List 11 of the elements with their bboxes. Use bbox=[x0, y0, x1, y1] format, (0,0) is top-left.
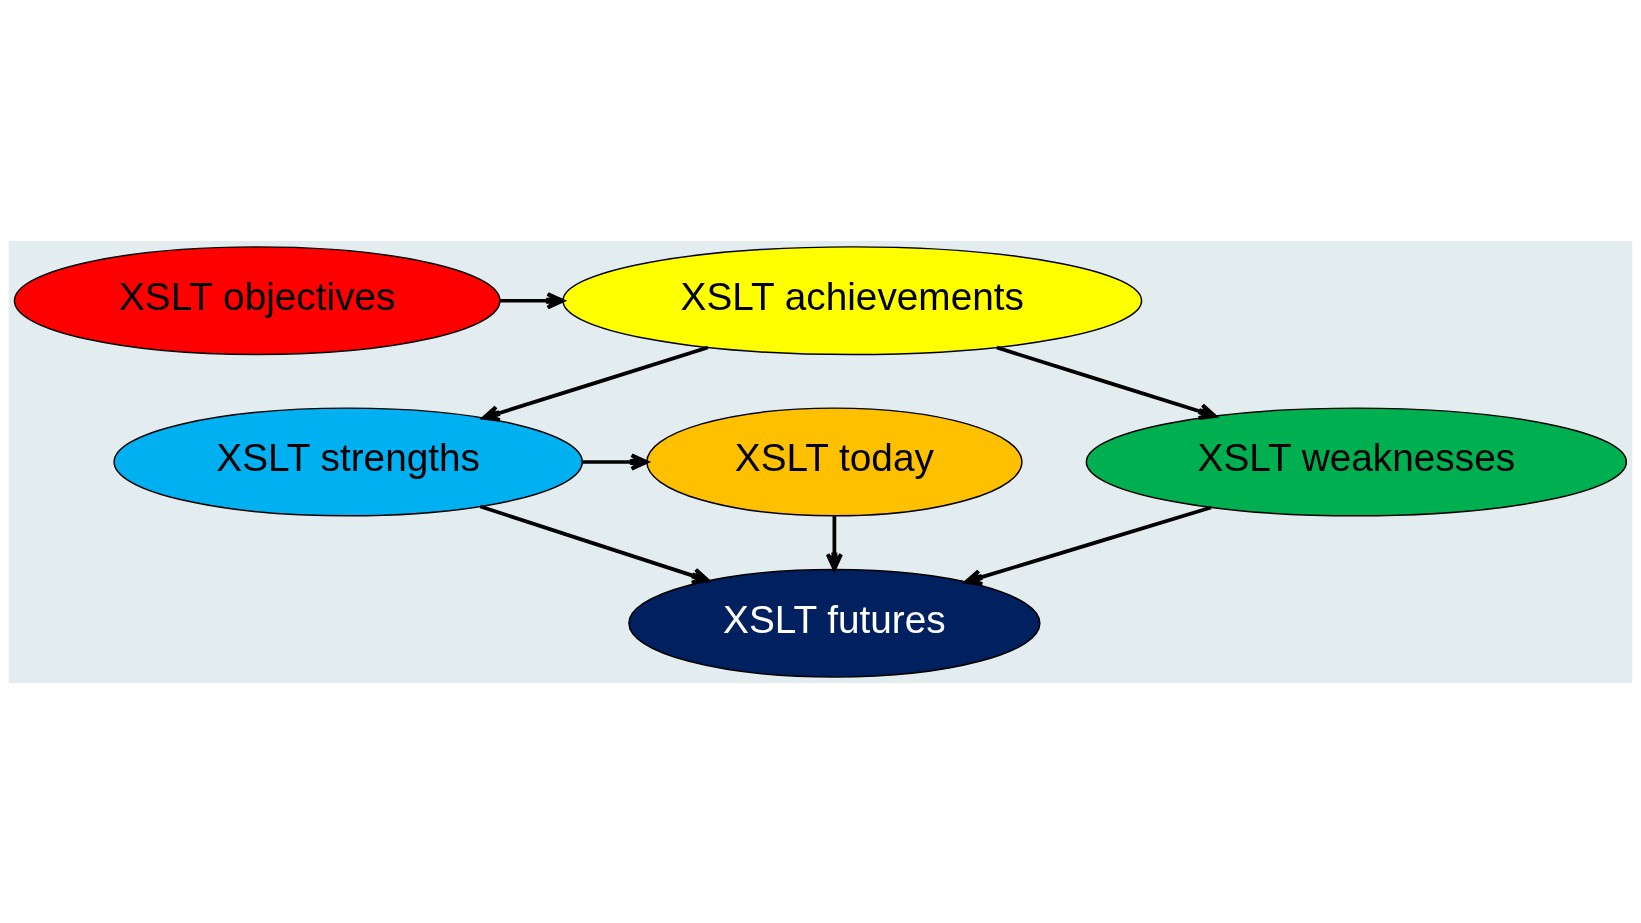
arrow bbox=[964, 505, 1212, 586]
arrow bbox=[825, 515, 843, 571]
arrow bbox=[500, 291, 565, 309]
arrow bbox=[582, 452, 649, 471]
node-ellipse: XSLT achievements bbox=[562, 245, 1143, 355]
arrow bbox=[481, 345, 709, 422]
node-ellipse: XSLT today bbox=[646, 406, 1023, 517]
node-ellipse: XSLT weaknesses bbox=[1085, 406, 1628, 517]
arrow bbox=[996, 345, 1217, 420]
arrow bbox=[479, 504, 710, 584]
node-ellipse: XSLT objectives bbox=[13, 245, 501, 355]
